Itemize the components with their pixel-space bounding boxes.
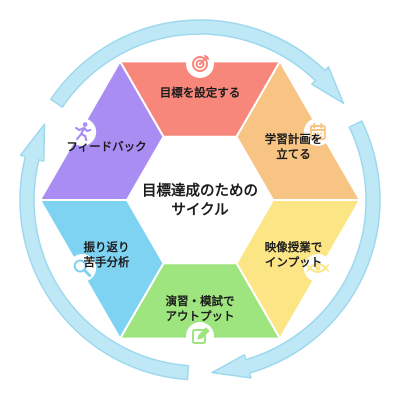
running-icon <box>75 122 92 142</box>
segment-label: フィードバック <box>66 140 146 154</box>
segment-icon-badge <box>303 254 332 282</box>
cycle-arrow-ring <box>19 19 381 381</box>
segment-icon-badge <box>68 254 97 282</box>
segment-3: 映像授業でインプット <box>235 199 361 340</box>
segment-icon-badge <box>303 118 332 146</box>
pencil-icon <box>192 327 210 344</box>
segment-label: 演習・模試でアウトプット <box>166 294 235 323</box>
segment-label: 目標を設定する <box>160 86 241 100</box>
center-hub: 目標達成のためのサイクル <box>127 136 273 264</box>
eye-icon <box>306 263 330 273</box>
segment-6: フィードバック <box>39 60 165 201</box>
magnifier-icon <box>73 259 92 277</box>
center-hexagon <box>127 136 273 264</box>
cycle-arrow <box>50 19 345 108</box>
cycle-arrow <box>19 123 190 381</box>
segment-label: 振り返り苦手分析 <box>84 240 130 269</box>
segment-1: 目標を設定する <box>119 50 281 138</box>
segment-4: 演習・模試でアウトプット <box>119 262 281 350</box>
segment-icon-badge <box>68 118 97 146</box>
segment-icon-badge <box>186 50 214 78</box>
target-icon <box>192 55 209 72</box>
segment-label: 映像授業でインプット <box>265 240 323 269</box>
cycle-arrow <box>211 120 381 379</box>
segment-icon-badge <box>186 322 214 350</box>
center-title: 目標達成のためのサイクル <box>142 182 258 219</box>
calendar-icon <box>309 123 326 140</box>
segment-2: 学習計画を立てる <box>235 60 361 201</box>
segment-label: 学習計画を立てる <box>265 132 323 161</box>
segment-shape <box>39 60 165 201</box>
segment-5: 振り返り苦手分析 <box>39 199 165 340</box>
